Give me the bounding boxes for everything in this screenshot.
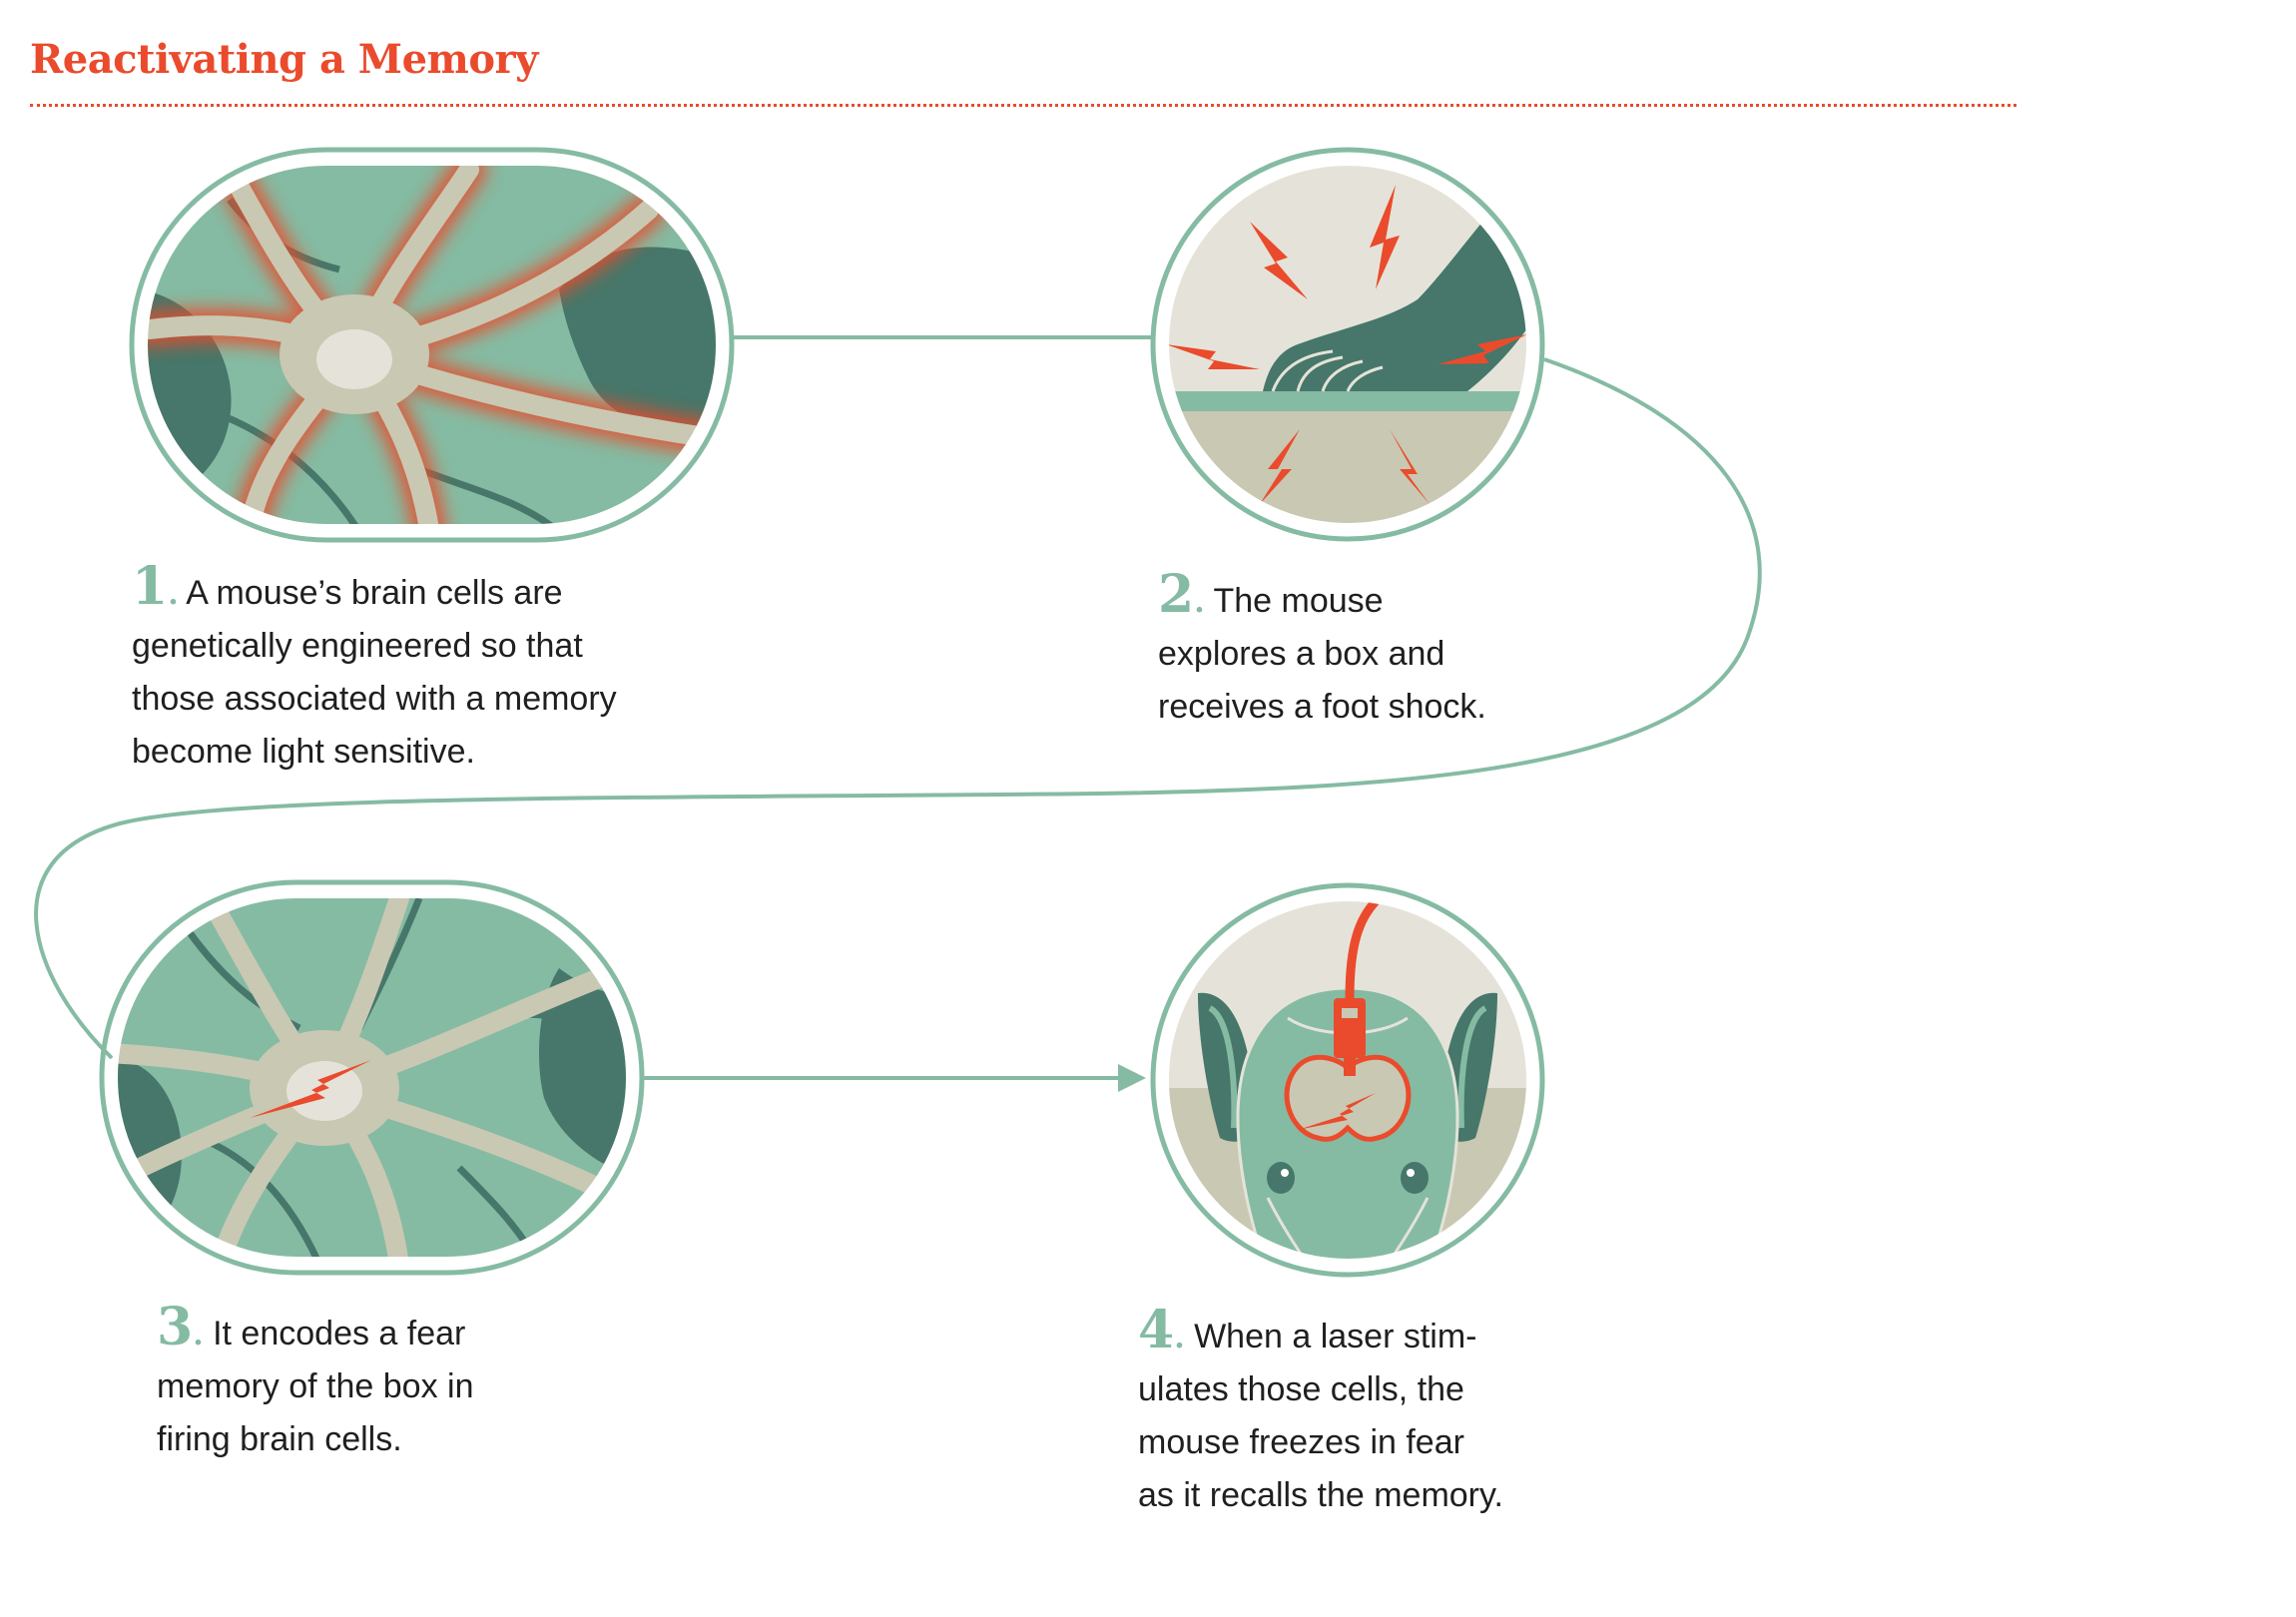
mouse-laser-icon xyxy=(1150,882,1545,1278)
neuron-highlighted-icon xyxy=(129,147,735,543)
step-2-number: 2 xyxy=(1158,564,1195,625)
arrowhead-icon xyxy=(1118,1064,1146,1092)
step-2-caption: 2. The mouse explores a box and receives… xyxy=(1158,569,1617,734)
flow-connectors xyxy=(34,335,1762,1092)
step-3-number: 3 xyxy=(157,1297,194,1357)
connector-2-to-3 xyxy=(34,357,1762,1060)
step-4-text: When a laser stim- ulates those cells, t… xyxy=(1138,1318,1503,1514)
step-3-caption: 3. It encodes a fear memory of the box i… xyxy=(157,1302,616,1466)
neuron-firing-icon xyxy=(99,879,645,1276)
step-number-dot: . xyxy=(1174,1321,1185,1355)
infographic-title: Reactivating a Memory xyxy=(30,36,538,83)
foot-shock-icon xyxy=(1150,147,1545,542)
step-4-number: 4 xyxy=(1138,1300,1175,1360)
step-number-dot: . xyxy=(168,577,179,612)
step-1-text: A mouse’s brain cells are genetically en… xyxy=(132,574,617,771)
step-number-dot: . xyxy=(193,1318,204,1352)
step-2-text: The mouse explores a box and receives a … xyxy=(1158,582,1486,726)
title-divider xyxy=(30,104,2016,107)
step-1-number: 1 xyxy=(132,556,169,617)
step-4-caption: 4. When a laser stim- ulates those cells… xyxy=(1138,1305,1657,1522)
step-number-dot: . xyxy=(1194,585,1205,620)
step-3-text: It encodes a fear memory of the box in f… xyxy=(157,1315,474,1458)
step-1-caption: 1. A mouse’s brain cells are genetically… xyxy=(132,561,751,779)
